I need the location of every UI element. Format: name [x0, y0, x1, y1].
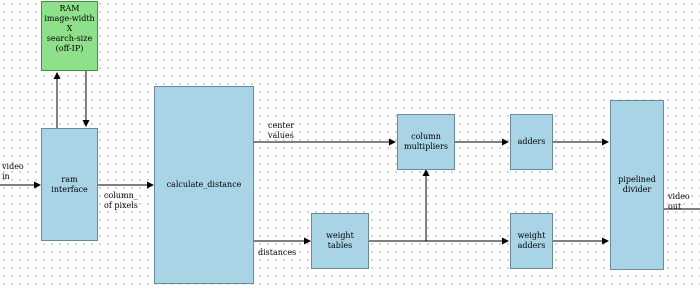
ram-interface-block: ram interface: [41, 128, 98, 241]
video-in-label: video in: [2, 162, 24, 181]
column-multipliers-block: column multipliers: [397, 114, 455, 170]
adders-block: adders: [510, 114, 553, 170]
weight-tables-block: weight tables: [311, 213, 369, 269]
distances-label: distances: [258, 248, 297, 257]
pipelined-divider-block: pipelined divider: [610, 100, 664, 270]
calculate-distance-block: calculate_distance: [154, 86, 254, 284]
column-of-pixels-label: column_ of pixels: [104, 191, 138, 210]
ram-block: RAM image-width X search-size (off-IP): [41, 1, 98, 71]
center-values-label: center values: [268, 121, 295, 140]
weight-adders-block: weight adders: [510, 213, 553, 269]
video-out-label: video out: [668, 192, 690, 211]
